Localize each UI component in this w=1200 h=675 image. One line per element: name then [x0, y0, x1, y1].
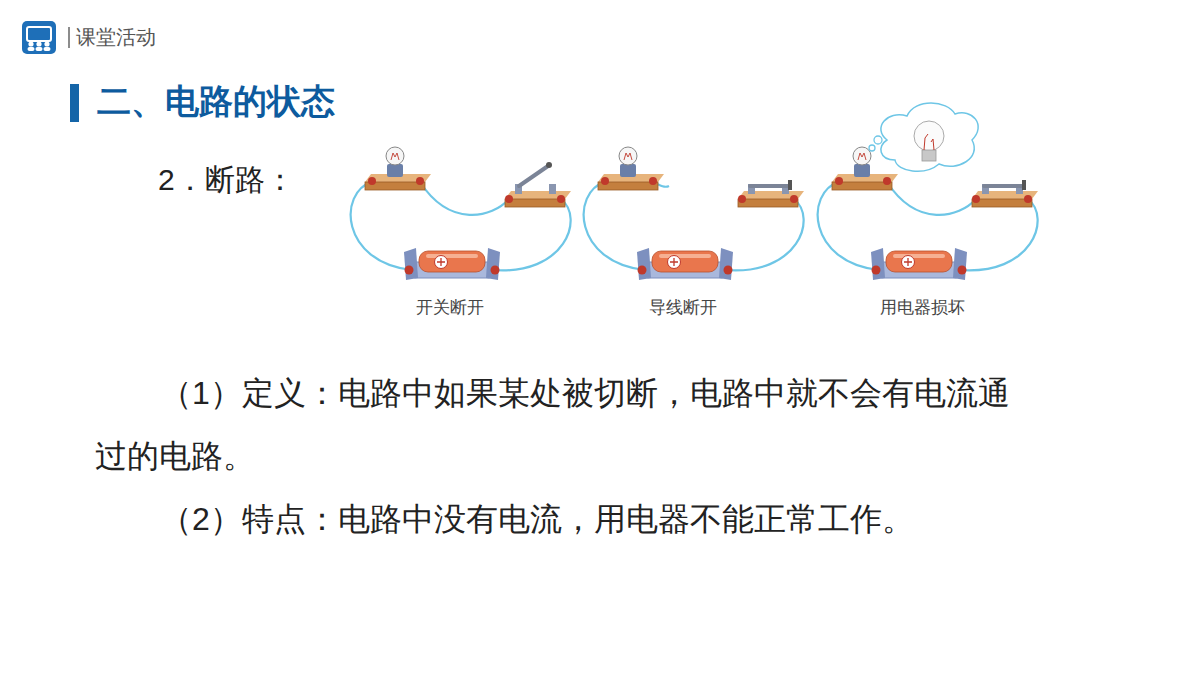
header-separator — [68, 27, 70, 48]
circuit-illustration — [584, 147, 804, 280]
switch — [505, 162, 571, 207]
battery — [637, 248, 733, 280]
switch — [972, 180, 1038, 207]
lamp — [365, 147, 431, 190]
switch — [738, 180, 804, 207]
circuit-illustration — [818, 103, 1038, 280]
broken-bulb-bubble — [869, 103, 978, 171]
figure-caption: 导线断开 — [649, 297, 717, 319]
wire — [887, 182, 976, 215]
slide-title: 二、电路的状态 — [97, 80, 335, 122]
battery — [871, 248, 967, 280]
header-icon — [22, 21, 56, 54]
figure-caption: 用电器损坏 — [880, 297, 965, 319]
lamp — [598, 147, 664, 190]
feature-text: （2）特点：电路中没有电流，用电器不能正常工作。 — [160, 488, 914, 551]
section-tag: 课堂活动 — [76, 24, 156, 50]
wire — [351, 182, 412, 270]
title-bar — [70, 84, 79, 122]
battery — [404, 248, 500, 280]
wire — [725, 199, 804, 270]
definition-text: （1）定义：电路中如果某处被切断，电路中就不会有电流通过的电路。 — [95, 362, 1025, 488]
wire — [420, 182, 509, 215]
figure-caption: 开关断开 — [416, 297, 484, 319]
subheading: 2．断路： — [158, 161, 295, 199]
wire — [818, 182, 879, 270]
wire — [492, 199, 571, 270]
wire — [584, 182, 645, 270]
wire — [959, 199, 1038, 270]
circuit-illustration — [351, 147, 571, 280]
